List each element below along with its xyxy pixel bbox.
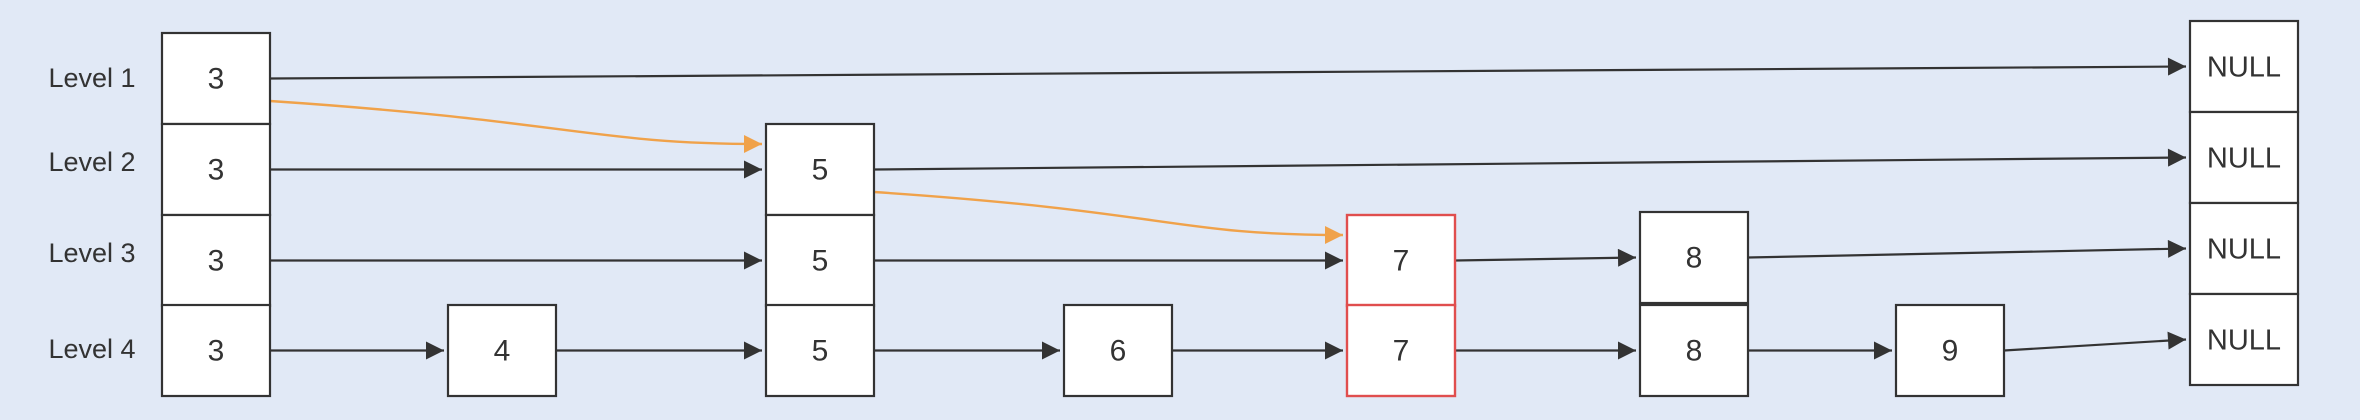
node-label: NULL [2207,325,2281,357]
node-box [2188,201,2300,296]
node-n6_4: 6 [1062,303,1174,398]
node-box [1894,303,2006,398]
node-box [160,303,272,398]
node-label: 9 [1942,335,1959,368]
search-path-layer [269,99,1344,244]
node-h3: 3 [160,213,272,308]
node-label: 3 [208,63,225,96]
node-label: NULL [2207,143,2281,175]
level-label-3: Level 3 [48,238,135,268]
node-box [2188,110,2300,205]
link-n5_2-to-null2 [873,148,2187,171]
level-label-4: Level 4 [48,334,135,364]
node-label: 5 [812,245,829,278]
node-null2: NULL [2188,110,2300,205]
search-path-h1-to-n5_2 [269,99,763,153]
search-path-n5_2-to-n7_3 [873,190,1344,244]
node-label: 3 [208,154,225,187]
node-h4: 3 [160,303,272,398]
node-label: 8 [1686,242,1703,275]
link-n8_3-to-null3 [1747,239,2187,259]
node-label: NULL [2207,234,2281,266]
node-h2: 3 [160,122,272,217]
node-box [1345,213,1457,308]
node-box [1345,303,1457,398]
node-box [1638,210,1750,305]
node-label: NULL [2207,52,2281,84]
node-null1: NULL [2188,19,2300,114]
node-label: 7 [1393,335,1410,368]
node-label: 5 [812,335,829,368]
link-n9_4-to-null4 [2003,331,2187,352]
nodes-layer: 3 3 3 3 4 5 5 5 6 7 7 8 8 9 NULL NULL NULL NULL [160,19,2300,398]
node-box [160,213,272,308]
links-layer [269,57,2187,360]
node-label: 3 [208,245,225,278]
node-box [764,122,876,217]
level-label-2: Level 2 [48,147,135,177]
node-n5_3: 5 [764,213,876,308]
node-label: 3 [208,335,225,368]
node-n7_3: 7 [1345,213,1457,308]
node-n5_2: 5 [764,122,876,217]
node-box [764,303,876,398]
node-n7_4: 7 [1345,303,1457,398]
node-box [2188,19,2300,114]
level-label-1: Level 1 [48,63,135,93]
node-n9_4: 9 [1894,303,2006,398]
node-null3: NULL [2188,201,2300,296]
link-n7_3-to-n8_3 [1454,248,1637,267]
level-labels-layer: Level 1 Level 2 Level 3 Level 4 [48,63,135,364]
node-null4: NULL [2188,292,2300,387]
node-box [2188,292,2300,387]
node-n8_3: 8 [1638,210,1750,305]
node-box [1062,303,1174,398]
node-label: 7 [1393,245,1410,278]
node-n4_4: 4 [446,303,558,398]
node-n5_4: 5 [764,303,876,398]
link-h1-to-null1 [269,57,2187,80]
node-label: 5 [812,154,829,187]
node-label: 4 [494,335,511,368]
node-label: 6 [1110,335,1127,368]
node-box [446,303,558,398]
node-box [1638,303,1750,398]
node-label: 8 [1686,335,1703,368]
node-n8_4: 8 [1638,303,1750,398]
node-h1: 3 [160,31,272,126]
